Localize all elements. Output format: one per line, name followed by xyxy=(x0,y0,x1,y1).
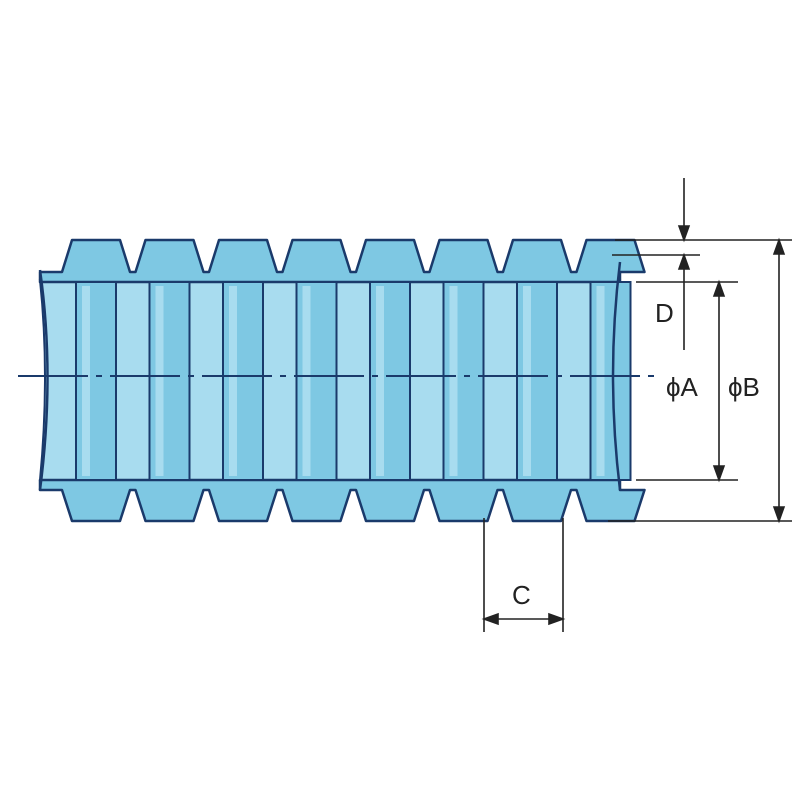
label-a: ϕA xyxy=(666,372,699,402)
hose-rib-highlight xyxy=(596,286,605,476)
hose-rib-highlight xyxy=(302,286,311,476)
hose-rib-highlight xyxy=(523,286,531,476)
hose-rib-highlight xyxy=(229,286,237,476)
hose-rib-highlight xyxy=(376,286,384,476)
dim-a-arrowhead-bottom xyxy=(712,465,726,483)
label-c: C xyxy=(512,580,531,610)
hose-left-end xyxy=(38,269,49,491)
dim-c-arrowhead-right xyxy=(548,612,566,626)
hose-rib-highlight xyxy=(449,286,458,476)
dim-b-arrowhead-bottom xyxy=(772,506,786,524)
dim-a-arrowhead-top xyxy=(712,279,726,297)
dim-d-arrowhead-top xyxy=(677,225,691,243)
top-corrugation xyxy=(38,238,646,284)
hose-rib-highlight xyxy=(155,286,164,476)
hose-ribs xyxy=(75,281,632,481)
label-d: D xyxy=(655,298,674,328)
dim-d-arrowhead-bottom xyxy=(677,252,691,270)
bottom-corrugation xyxy=(38,478,646,523)
label-b: ϕB xyxy=(728,372,760,402)
hose-body xyxy=(38,238,646,523)
hose-rib-highlight xyxy=(82,286,90,476)
dim-c-arrowhead-left xyxy=(481,612,499,626)
dimension-lines xyxy=(481,178,792,632)
dim-b-arrowhead-top xyxy=(772,237,786,255)
